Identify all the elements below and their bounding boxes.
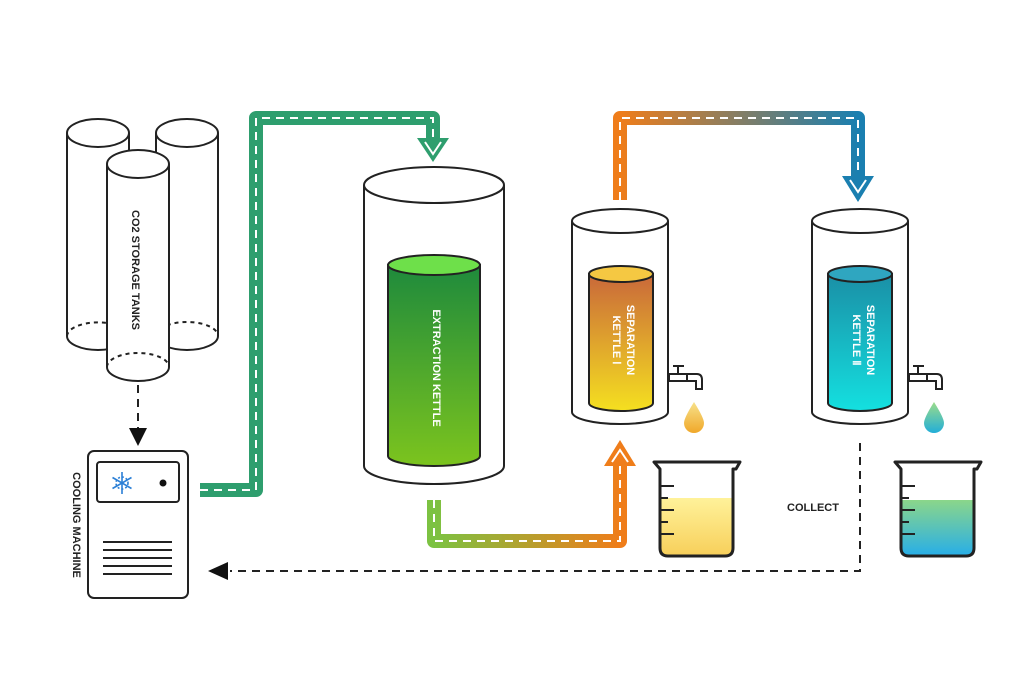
kettle2-liquid bbox=[827, 265, 893, 412]
flow-arrow-return-to-cooling bbox=[208, 443, 861, 580]
droplet-icon bbox=[924, 402, 944, 433]
co2-tank-back-right bbox=[155, 118, 219, 351]
separation-kettle-1 bbox=[571, 208, 703, 425]
co2-tanks-label: CO2 STORAGE TANKS bbox=[129, 210, 141, 330]
co2-storage-tanks bbox=[66, 118, 219, 382]
flow-arrow-tanks-to-cooling bbox=[129, 385, 147, 446]
pipe-extraction-to-kettle1 bbox=[427, 440, 636, 548]
cooling-machine bbox=[87, 450, 189, 599]
arrow-head-icon bbox=[417, 138, 449, 162]
cooling-machine-label: COOLING MACHINE bbox=[70, 472, 82, 578]
pipe-cooling-to-extraction bbox=[200, 111, 449, 497]
collect-label: COLLECT bbox=[787, 502, 839, 514]
droplet-icon bbox=[684, 402, 704, 433]
separation-kettle-2 bbox=[811, 208, 943, 425]
arrow-head-icon bbox=[208, 562, 228, 580]
extraction-liquid bbox=[387, 254, 481, 467]
beaker-1 bbox=[652, 460, 742, 558]
pipe-kettle1-to-kettle2 bbox=[613, 111, 874, 202]
faucet-icon bbox=[668, 365, 703, 390]
kettle2-label-line2: KETTLE Ⅱ bbox=[850, 314, 862, 365]
faucet-icon bbox=[908, 365, 943, 390]
extraction-kettle-label: EXTRACTION KETTLE bbox=[430, 309, 442, 426]
arrow-head-icon bbox=[129, 428, 147, 446]
kettle1-label-line1: SEPARATION bbox=[624, 305, 636, 376]
snowflake-icon bbox=[112, 472, 132, 494]
extraction-kettle bbox=[363, 166, 505, 485]
vent-lines bbox=[103, 541, 172, 575]
power-indicator-icon bbox=[159, 479, 167, 487]
beaker-2 bbox=[893, 460, 983, 558]
kettle2-label-line1: SEPARATION bbox=[864, 305, 876, 376]
arrow-head-icon bbox=[604, 440, 636, 466]
kettle1-liquid bbox=[588, 265, 654, 412]
co2-tank-front bbox=[66, 149, 170, 382]
kettle1-label-line2: KETTLE Ⅰ bbox=[610, 315, 622, 364]
arrow-head-icon bbox=[842, 176, 874, 202]
